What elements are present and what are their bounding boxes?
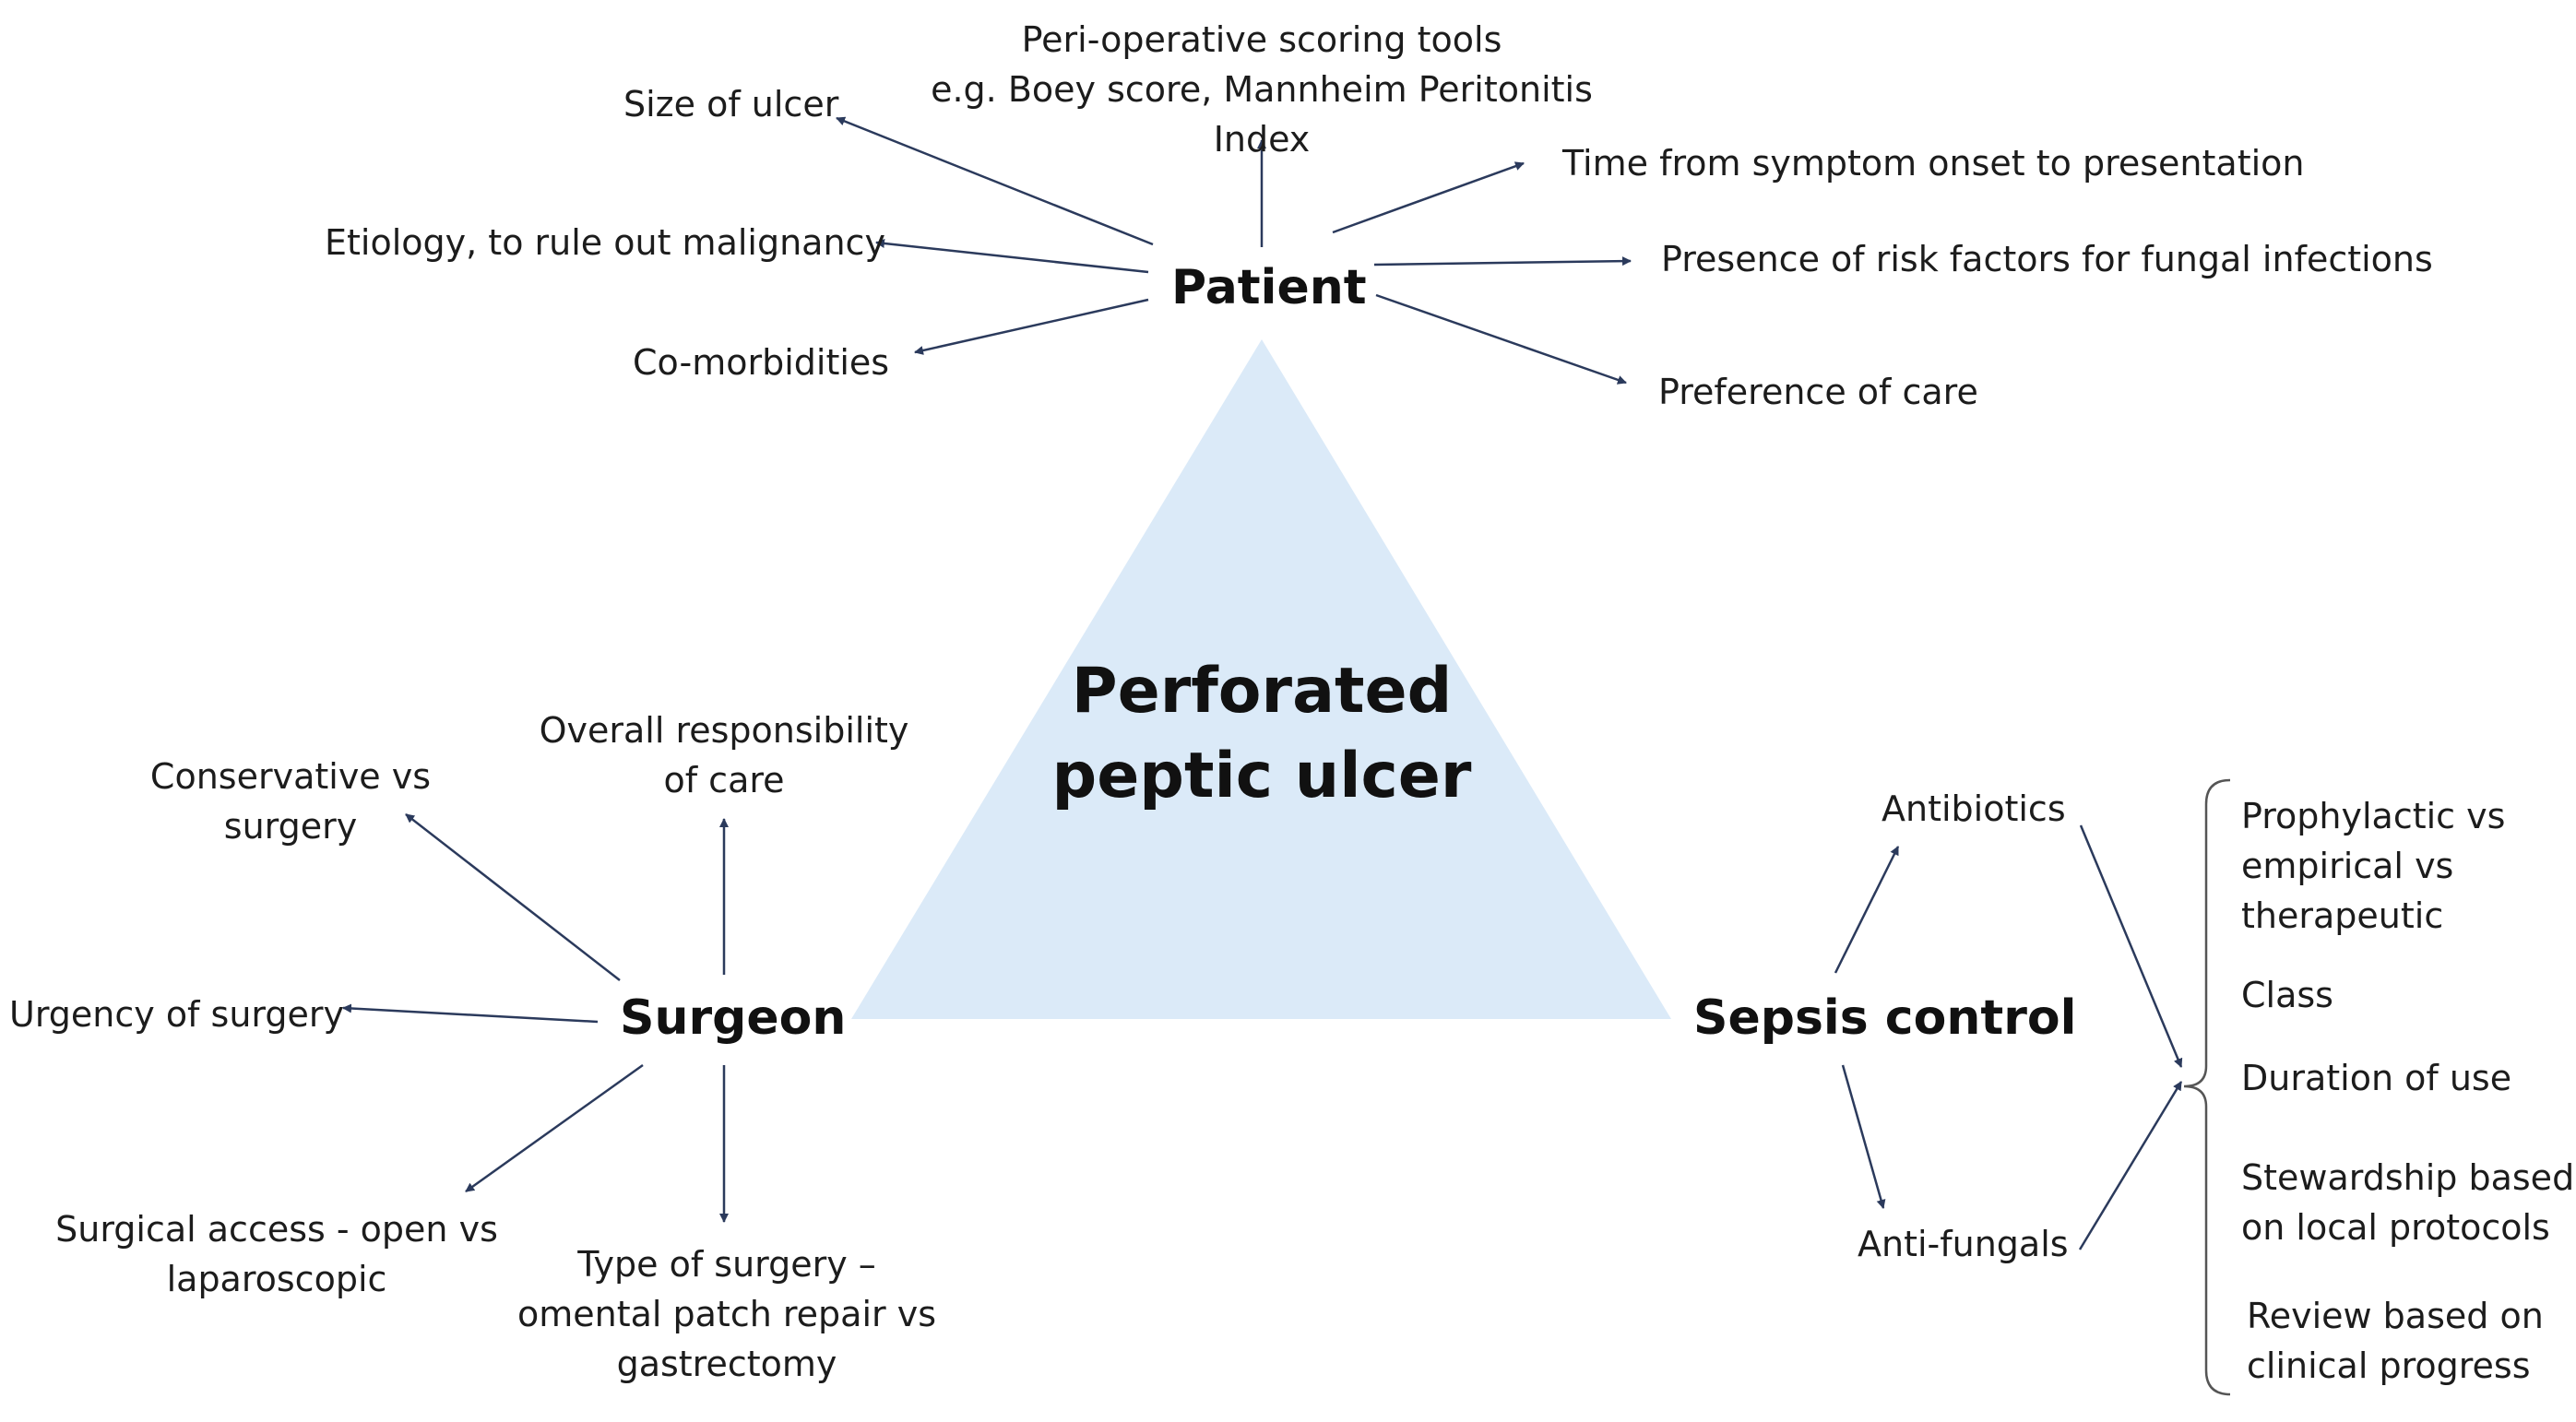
patient-factor-etiology: Etiology, to rule out malignancy — [325, 222, 885, 263]
consideration-stewardship: Stewardship based on local protocols — [2241, 1157, 2575, 1248]
arrow-patient-to-fungal-risk — [1373, 256, 1632, 267]
arrow-antifungals-to-considerations — [2078, 1081, 2183, 1250]
surgeon-factor-urgency: Urgency of surgery — [9, 994, 344, 1035]
surgeon-hub-label: Surgeon — [620, 990, 847, 1046]
consideration-review: Review based on clinical progress — [2247, 1296, 2544, 1386]
arrow-patient-to-size-of-ulcer — [836, 116, 1154, 246]
arrow-patient-to-etiology — [875, 238, 1149, 274]
patient-factor-scoring-tools: Peri-operative scoring tools e.g. Boey s… — [931, 19, 1593, 160]
consideration-class: Class — [2241, 975, 2333, 1015]
sepsis-antibiotics-label: Antibiotics — [1882, 788, 2066, 829]
surgeon-factor-access: Surgical access - open vs laparoscopic — [55, 1209, 498, 1299]
sepsis-antifungals-label: Anti-fungals — [1858, 1224, 2069, 1264]
considerations-brace — [2183, 778, 2231, 1396]
arrow-antibiotics-to-considerations — [2079, 824, 2183, 1068]
consideration-duration: Duration of use — [2241, 1058, 2512, 1098]
consideration-intent: Prophylactic vs empirical vs therapeutic — [2241, 796, 2506, 936]
arrow-sepsis-to-antibiotics — [1834, 846, 1900, 974]
patient-factor-preference: Preference of care — [1658, 372, 1978, 412]
central-triangle — [851, 339, 1671, 1019]
patient-factor-time-from-onset: Time from symptom onset to presentation — [1562, 143, 2305, 184]
patient-factor-fungal-risk: Presence of risk factors for fungal infe… — [1661, 239, 2433, 279]
surgeon-factor-conservative: Conservative vs surgery — [149, 756, 432, 847]
arrow-patient-to-comorbidities — [914, 298, 1149, 355]
surgeon-factor-type: Type of surgery – omental patch repair v… — [516, 1244, 937, 1384]
patient-factor-comorbidities: Co-morbidities — [633, 342, 890, 383]
sepsis-control-hub-label: Sepsis control — [1693, 990, 2077, 1046]
surgeon-factor-responsibility: Overall responsibility of care — [539, 710, 909, 800]
arrow-patient-to-time-from-onset — [1332, 161, 1525, 234]
arrow-patient-to-preference — [1375, 293, 1627, 385]
arrow-surgeon-to-urgency — [342, 1003, 599, 1024]
patient-hub-label: Patient — [1171, 260, 1367, 315]
center-title: Perforated peptic ulcer — [1051, 655, 1472, 812]
arrow-surgeon-to-conservative — [405, 813, 621, 981]
patient-factor-size-of-ulcer: Size of ulcer — [623, 84, 839, 124]
arrow-sepsis-to-antifungals — [1841, 1064, 1886, 1209]
arrow-surgeon-to-access — [465, 1063, 644, 1193]
